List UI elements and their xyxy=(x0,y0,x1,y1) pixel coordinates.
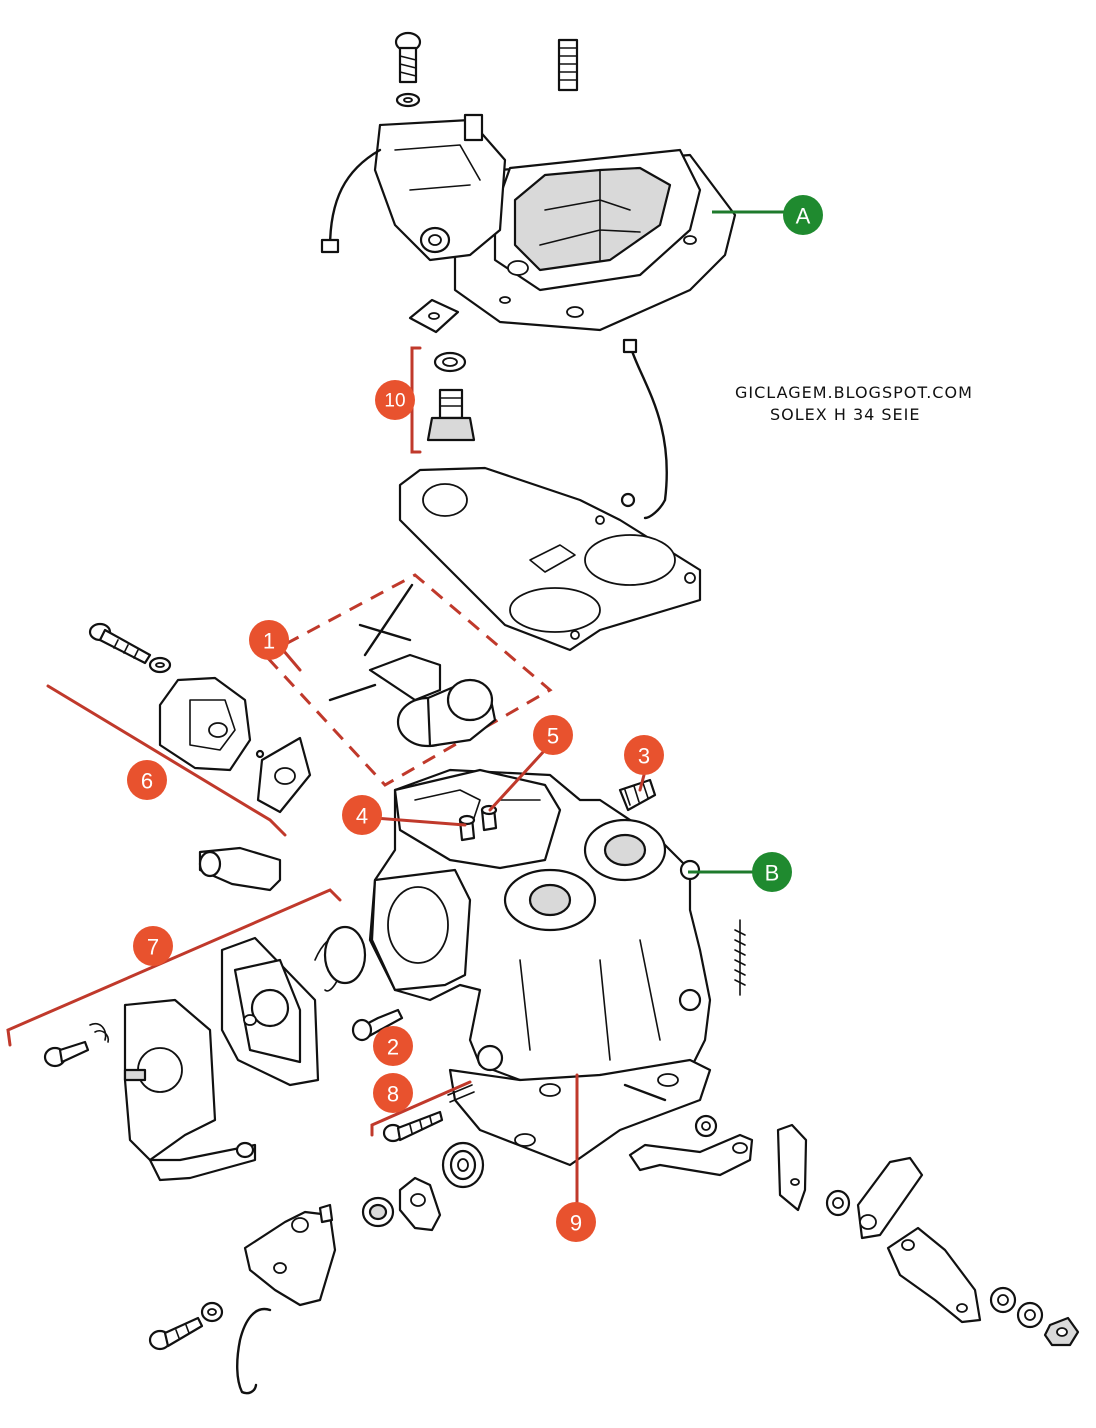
wire-clip xyxy=(236,1307,272,1395)
svg-text:1: 1 xyxy=(263,629,275,654)
model-name-text: SOLEX H 34 SEIE xyxy=(770,405,920,424)
callout-8: 8 xyxy=(373,1073,413,1113)
throttle-cam-right xyxy=(628,1133,754,1177)
svg-text:2: 2 xyxy=(387,1035,399,1060)
top-cover-screw xyxy=(394,31,422,108)
leader-line-1 xyxy=(281,648,302,672)
top-cover-gasket xyxy=(398,466,702,652)
svg-text:5: 5 xyxy=(547,724,559,749)
lever-washer xyxy=(398,1176,442,1232)
choke-link-rod xyxy=(620,338,668,520)
svg-text:6: 6 xyxy=(141,769,153,794)
callout-10: 10 xyxy=(375,380,415,420)
svg-text:9: 9 xyxy=(570,1211,582,1236)
callout-b: B xyxy=(752,852,792,892)
bracket-line-6 xyxy=(46,684,287,837)
float-assembly xyxy=(262,573,553,787)
callout-2: 2 xyxy=(373,1026,413,1066)
top-stud xyxy=(557,38,579,92)
throttle-spring xyxy=(441,1141,485,1189)
bushing xyxy=(361,1196,395,1228)
square-nut xyxy=(408,298,460,334)
svg-text:3: 3 xyxy=(638,744,650,769)
callout-4: 4 xyxy=(342,795,382,835)
lever-screw-left xyxy=(148,1301,224,1351)
site-url-text: GICLAGEM.BLOGSPOT.COM xyxy=(735,383,973,402)
pump-cover-screw xyxy=(88,622,172,674)
jet-4 xyxy=(458,814,476,842)
callout-3: 3 xyxy=(624,735,664,775)
diaphragm-plate xyxy=(220,936,320,1087)
leader-line-5 xyxy=(488,748,547,812)
callout-1: 1 xyxy=(249,620,289,660)
bracket-line-7 xyxy=(6,888,342,1047)
leader-line-4 xyxy=(373,816,467,827)
return-spring xyxy=(734,919,746,996)
svg-text:8: 8 xyxy=(387,1082,399,1107)
svg-text:A: A xyxy=(796,204,811,229)
diaphragm-cover-lever xyxy=(123,998,257,1182)
throttle-lever-left xyxy=(243,1203,337,1307)
callout-7: 7 xyxy=(133,926,173,966)
pump-cover-body xyxy=(158,676,312,814)
idle-mixture-screw xyxy=(618,778,657,812)
svg-text:B: B xyxy=(765,861,780,886)
jet-2 xyxy=(351,1008,404,1042)
throttle-lever-right xyxy=(886,1226,982,1324)
leader-line-3 xyxy=(638,773,646,792)
svg-text:10: 10 xyxy=(384,391,405,412)
washer-right-mid xyxy=(825,1189,851,1217)
svg-text:4: 4 xyxy=(356,804,368,829)
callout-6: 6 xyxy=(127,760,167,800)
washer-right-top xyxy=(694,1114,718,1138)
diaphragm-cover-screw xyxy=(43,1022,110,1068)
needle-valve-assembly xyxy=(426,351,476,442)
callout-5: 5 xyxy=(533,715,573,755)
bracket-right xyxy=(776,1123,808,1212)
leader-line-8 xyxy=(370,1080,472,1137)
callout-9: 9 xyxy=(556,1202,596,1242)
link-plate-right xyxy=(856,1156,924,1240)
small-bracket xyxy=(198,846,282,892)
diaphragm-spring xyxy=(314,925,367,992)
callout-a: A xyxy=(783,195,823,235)
carburetor-top-cover xyxy=(320,113,737,332)
washers-far-right xyxy=(989,1286,1080,1347)
carburetor-main-body xyxy=(368,768,712,1167)
idle-needle-screw xyxy=(382,1084,475,1143)
svg-text:7: 7 xyxy=(147,935,159,960)
